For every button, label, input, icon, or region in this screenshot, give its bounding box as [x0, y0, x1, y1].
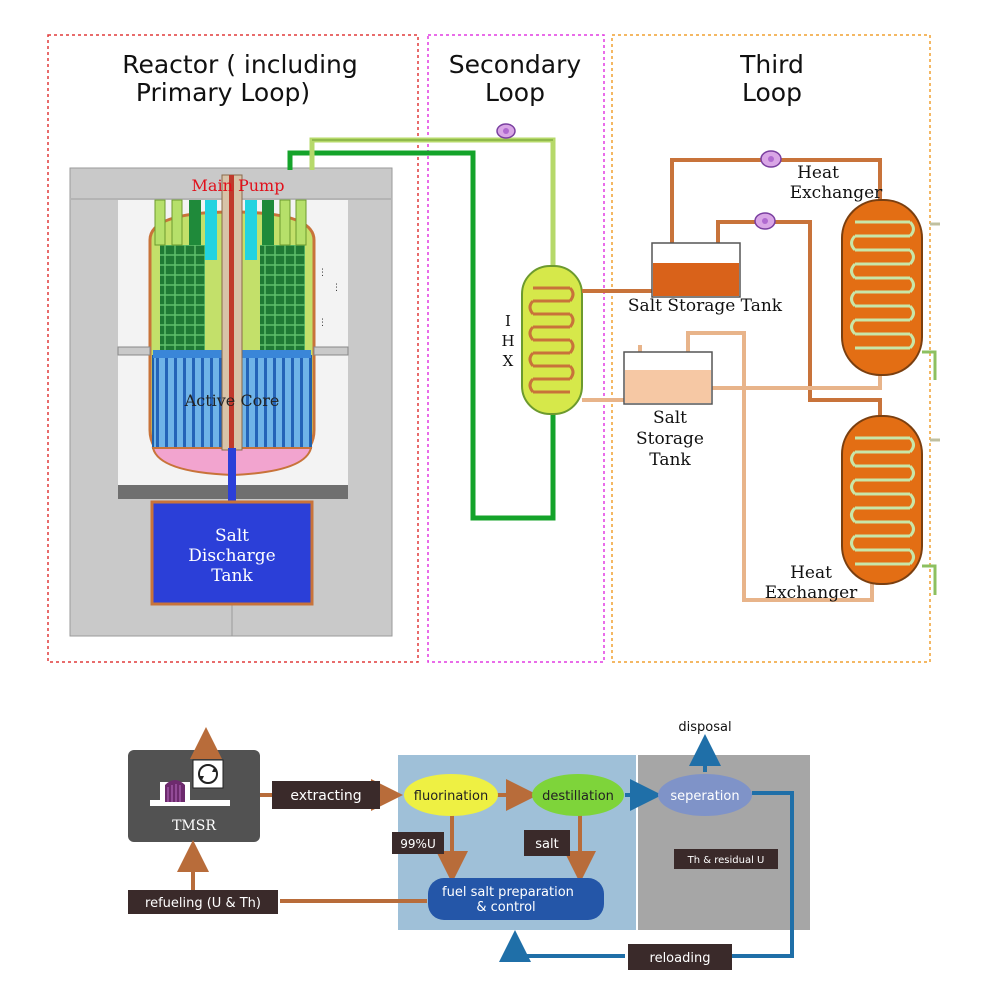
seperation-node	[658, 774, 752, 816]
u99-label: 99%U	[400, 837, 435, 851]
heat-exchanger-lower	[841, 415, 923, 585]
fluorination-node	[404, 774, 498, 816]
reloading-label: reloading	[650, 951, 711, 966]
tmsr-reactor-icon	[150, 759, 230, 806]
tmsr-box	[128, 750, 260, 842]
destillation-node	[532, 774, 624, 816]
reloading-box	[628, 944, 732, 970]
tmsr-label: TMSR	[172, 818, 216, 834]
extracting-box	[272, 781, 380, 809]
salt-discharge-tank	[150, 500, 314, 606]
th-residual-box	[674, 849, 778, 869]
destillation-label: destillation	[542, 789, 614, 804]
active-core-label: Active Core	[184, 391, 280, 410]
third-section-border	[611, 34, 931, 663]
seperation-label: seperation	[670, 789, 739, 804]
heat-exchanger-upper	[841, 199, 923, 376]
ihx-exchanger	[521, 265, 583, 415]
reactor-section-border	[47, 34, 419, 663]
th-residual-label: Th & residual U	[687, 855, 765, 866]
fluorination-label: fluorination	[414, 789, 488, 804]
salt-label: salt	[535, 837, 558, 852]
fuel-salt-label: fuel salt preparation& control	[442, 885, 574, 915]
svg-text:⋮: ⋮	[318, 318, 327, 328]
primary-coil-right	[260, 245, 305, 350]
secondary-section-border	[427, 34, 605, 663]
primary-coil-left	[160, 245, 205, 350]
salt-storage-tank-upper	[651, 242, 741, 298]
refueling-label: refueling (U & Th)	[145, 896, 261, 911]
secondary-loop-pipes	[287, 137, 556, 521]
refueling-box	[128, 890, 278, 914]
fuel-salt-box	[428, 878, 604, 920]
main-pump-label: Main Pump	[192, 176, 285, 195]
salt-storage-tank-lower	[623, 351, 713, 405]
svg-text:⋮: ⋮	[332, 283, 341, 293]
disposal-label: disposal	[678, 720, 731, 735]
u99-box	[392, 832, 444, 854]
reactor-building: ⋮ ⋮ ⋮	[69, 167, 393, 637]
salt-storage-tank-upper-label: Salt Storage Tank	[628, 296, 783, 316]
salt-box	[524, 830, 570, 856]
extracting-label: extracting	[290, 788, 361, 804]
svg-text:⋮: ⋮	[318, 268, 327, 278]
